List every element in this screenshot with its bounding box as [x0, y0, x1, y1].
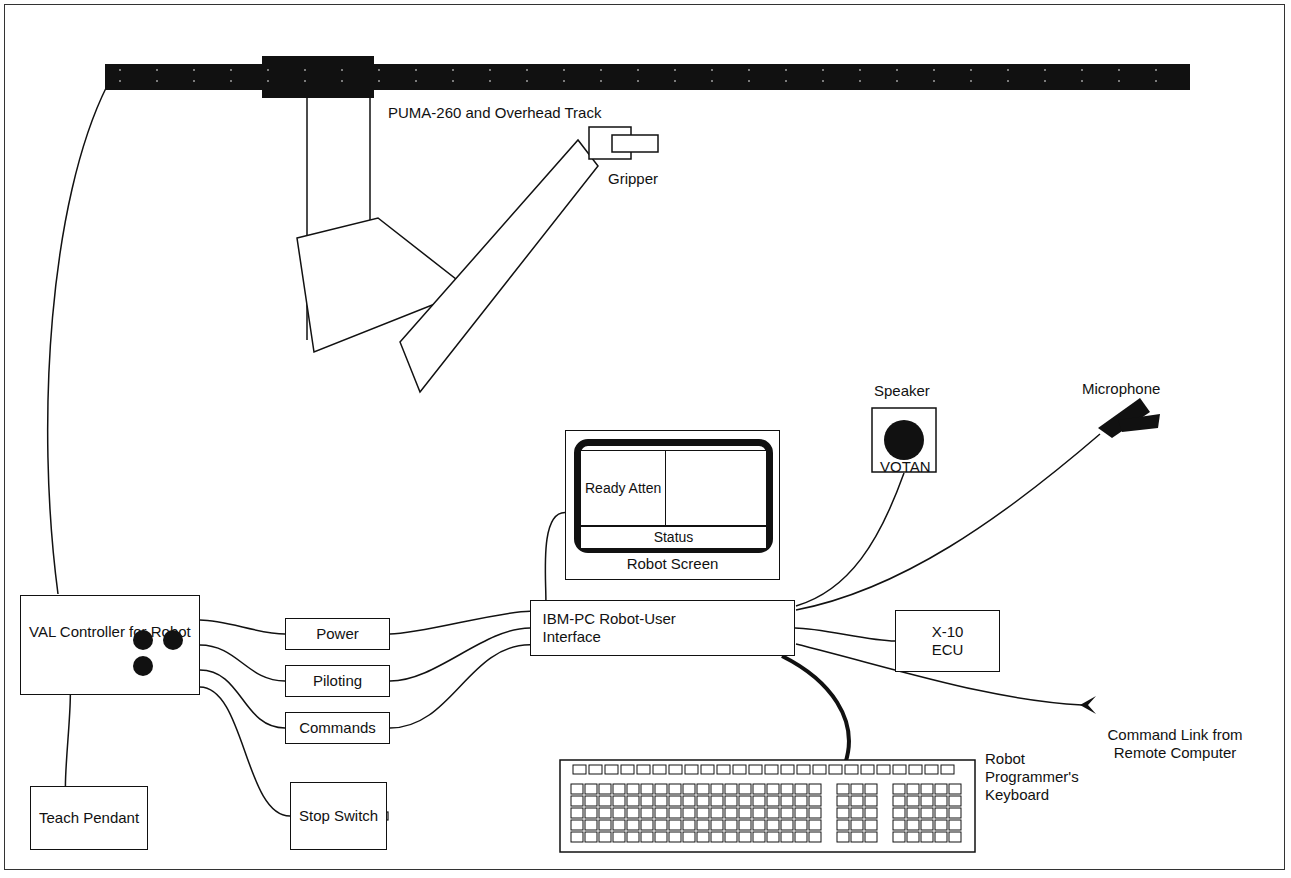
connector-wire: [545, 513, 565, 601]
box-label: Ready Atten: [585, 480, 661, 497]
signal-box: Piloting: [285, 665, 390, 697]
screen-panel: Robot Screen Ready AttenStatus: [565, 430, 780, 580]
connector-wire: [200, 670, 285, 728]
part-name: Speaker: [874, 382, 930, 400]
part-name: VOTAN: [880, 458, 931, 476]
connector-wire: [795, 628, 895, 641]
robot-arm: [297, 98, 658, 392]
part-name: Command Link from Remote Computer: [1090, 726, 1260, 762]
connector-wire: [390, 645, 530, 728]
box-label: Commands: [299, 719, 376, 737]
box-label: IBM-PC Robot-User Interface: [543, 610, 693, 646]
microphone-icon: [1098, 398, 1160, 438]
audio-wire: [796, 434, 1100, 610]
connector-wire: [390, 628, 530, 681]
keyboard-cable: [782, 656, 849, 764]
pendant-box: Teach Pendant: [30, 786, 148, 850]
box-label: Stop Switch: [299, 807, 378, 825]
connector-wire: [200, 645, 285, 681]
status-bar: Status: [580, 526, 767, 549]
part-name: PUMA-260 and Overhead Track: [388, 104, 601, 122]
signal-box: Commands: [285, 712, 390, 744]
control-unit-box: X-10 ECU: [895, 610, 1000, 672]
screen-pane: Ready Atten: [580, 450, 666, 526]
part-name: Gripper: [608, 170, 658, 188]
box-label: Teach Pendant: [39, 809, 139, 827]
robot-cable: [48, 86, 107, 594]
controller-box: VAL Controller for Robot: [20, 595, 200, 695]
link-tip: [1080, 696, 1096, 714]
box-label: Power: [316, 625, 359, 643]
part-name: Robot Programmer's Keyboard: [985, 750, 1105, 804]
box-label: Robot Screen: [627, 555, 719, 573]
overhead-track: [105, 56, 1190, 98]
keyboard: [560, 760, 975, 852]
connector-wire: [200, 687, 290, 816]
part-name: Microphone: [1082, 380, 1160, 398]
connector-wire: [65, 695, 70, 786]
box-label: Piloting: [313, 672, 362, 690]
audio-wire: [796, 473, 904, 606]
box-label: X-10 ECU: [918, 623, 978, 659]
box-label: Status: [654, 529, 694, 546]
indicator-dot: [133, 656, 153, 676]
connector-wire: [200, 620, 285, 634]
switch-box: Stop Switch: [290, 782, 387, 850]
signal-box: Power: [285, 618, 390, 650]
computer-box: IBM-PC Robot-User Interface: [530, 600, 795, 656]
box-label: VAL Controller for Robot: [29, 623, 191, 641]
